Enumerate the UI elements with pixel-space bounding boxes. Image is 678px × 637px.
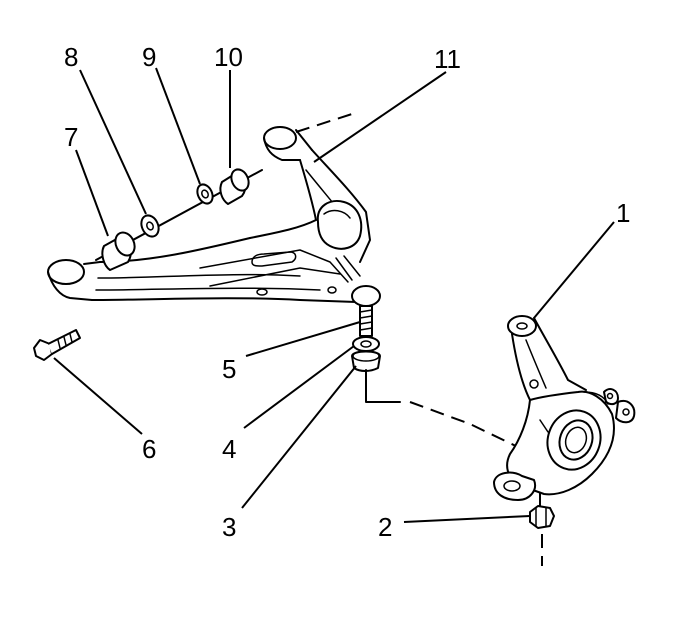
steering-knuckle xyxy=(493,315,636,501)
ball-stud-hardware xyxy=(351,305,381,372)
callout-10: 10 xyxy=(214,42,243,72)
callout-7: 7 xyxy=(64,122,78,152)
callout-11: 11 xyxy=(434,44,461,74)
callout-4: 4 xyxy=(222,434,236,464)
callout-1: 1 xyxy=(616,198,630,228)
callout-8: 8 xyxy=(64,42,78,72)
castle-nut xyxy=(529,505,555,529)
bushing-stack xyxy=(95,168,263,271)
stud-to-knuckle-line xyxy=(409,401,521,449)
leader-6 xyxy=(53,357,143,435)
leader-1 xyxy=(533,221,615,319)
leader-9 xyxy=(155,67,201,185)
leader-11 xyxy=(313,71,447,163)
callout-2: 2 xyxy=(378,512,392,542)
leader-7 xyxy=(75,149,109,237)
stud-axis-line xyxy=(365,369,401,403)
leader-3 xyxy=(241,365,357,509)
lower-control-arm xyxy=(47,126,381,307)
leader-2 xyxy=(403,515,531,523)
leader-4 xyxy=(243,345,355,429)
leader-8 xyxy=(79,69,147,215)
leader-5 xyxy=(245,321,361,357)
leader-lines xyxy=(53,67,615,523)
callout-3: 3 xyxy=(222,512,236,542)
callout-5: 5 xyxy=(222,354,236,384)
rear-pivot-axis-line xyxy=(295,113,353,133)
callout-6: 6 xyxy=(142,434,156,464)
bolt xyxy=(33,329,81,361)
callout-9: 9 xyxy=(142,42,156,72)
